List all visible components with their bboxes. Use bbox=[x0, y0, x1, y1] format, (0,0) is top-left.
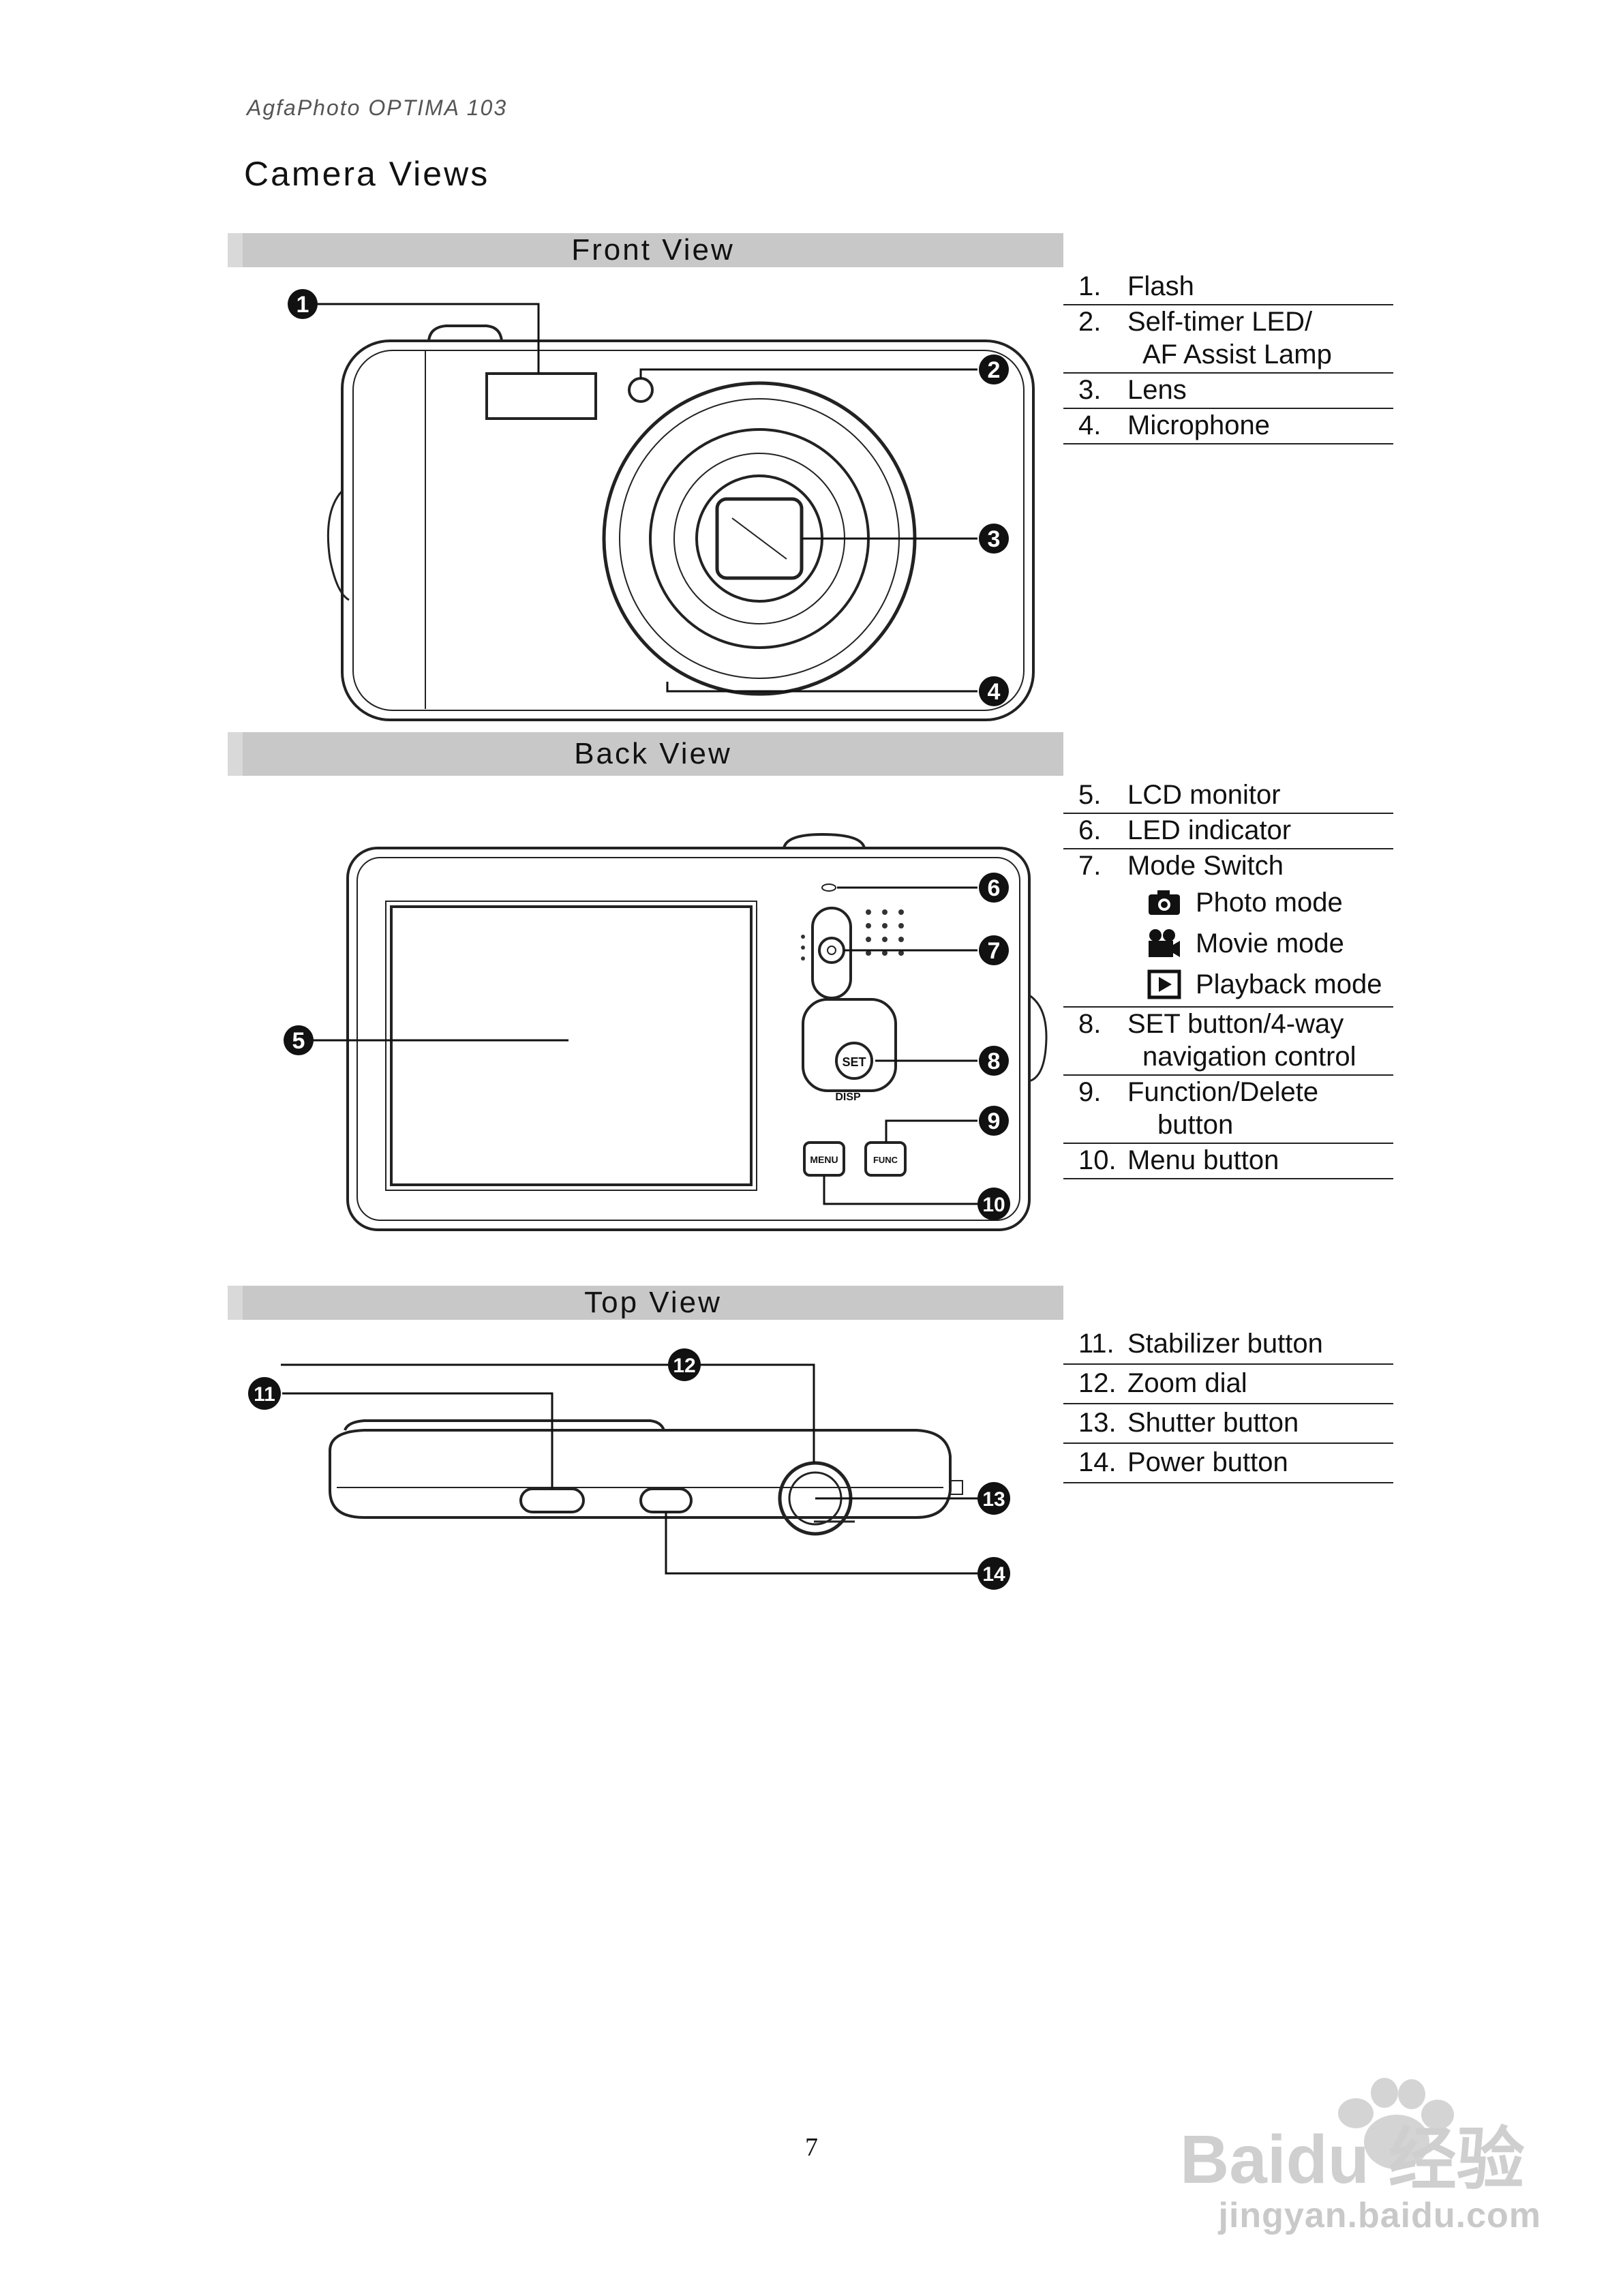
svg-text:5: 5 bbox=[292, 1028, 305, 1054]
back-view-heading: Back View bbox=[228, 732, 1063, 776]
svg-text:10: 10 bbox=[982, 1194, 1005, 1216]
callout-14: 14 bbox=[977, 1557, 1010, 1590]
list-item: 11.Stabilizer button bbox=[1063, 1325, 1393, 1365]
document-header: AgfaPhoto OPTIMA 103 bbox=[247, 95, 508, 120]
list-item: 2.Self-timer LED/AF Assist Lamp bbox=[1063, 305, 1393, 374]
svg-text:6: 6 bbox=[988, 875, 1001, 901]
svg-text:11: 11 bbox=[254, 1383, 275, 1406]
callout-5: 5 bbox=[284, 1025, 314, 1055]
front-view-diagram: 1 2 3 4 bbox=[288, 289, 1035, 721]
list-item: 5.LCD monitor bbox=[1063, 779, 1393, 814]
svg-text:SET: SET bbox=[842, 1055, 866, 1069]
playback-icon bbox=[1147, 969, 1182, 999]
list-item: 14.Power button bbox=[1063, 1444, 1393, 1483]
movie-camera-icon bbox=[1147, 928, 1182, 958]
list-item: 1.Flash bbox=[1063, 270, 1393, 305]
callout-8: 8 bbox=[979, 1046, 1009, 1076]
svg-text:2: 2 bbox=[988, 357, 1001, 383]
top-parts-list: 11.Stabilizer button 12.Zoom dial 13.Shu… bbox=[1063, 1325, 1393, 1483]
list-item: 10.Menu button bbox=[1063, 1144, 1393, 1179]
mode-photo: Photo mode bbox=[1078, 882, 1393, 923]
callout-6: 6 bbox=[979, 873, 1009, 903]
baidu-watermark-url: jingyan.baidu.com bbox=[1218, 2196, 1541, 2235]
callout-11: 11 bbox=[248, 1377, 281, 1410]
front-view-heading: Front View bbox=[228, 233, 1063, 267]
page-title: Camera Views bbox=[244, 155, 490, 193]
svg-text:3: 3 bbox=[988, 526, 1001, 552]
callout-13: 13 bbox=[977, 1482, 1010, 1515]
list-item: 7.Mode Switch Photo mode Movie mode Play… bbox=[1063, 849, 1393, 1008]
callout-4: 4 bbox=[979, 676, 1009, 706]
back-view-diagram: SET DISP MENU FUNC 5 6 7 8 9 10 bbox=[284, 832, 1048, 1231]
callout-2: 2 bbox=[979, 354, 1009, 384]
baidu-watermark-logo: Baidu 经验 bbox=[1180, 2078, 1525, 2195]
callout-9: 9 bbox=[979, 1106, 1009, 1136]
svg-text:9: 9 bbox=[988, 1108, 1001, 1134]
svg-text:13: 13 bbox=[982, 1488, 1005, 1511]
svg-text:8: 8 bbox=[988, 1048, 1001, 1074]
svg-text:12: 12 bbox=[673, 1355, 695, 1377]
callout-10: 10 bbox=[977, 1188, 1010, 1220]
list-item: 6.LED indicator bbox=[1063, 814, 1393, 849]
list-item: 12.Zoom dial bbox=[1063, 1365, 1393, 1404]
page-number: 7 bbox=[805, 2133, 818, 2162]
callout-1: 1 bbox=[288, 289, 318, 319]
back-parts-list: 5.LCD monitor 6.LED indicator 7.Mode Swi… bbox=[1063, 779, 1393, 1179]
mode-movie: Movie mode bbox=[1078, 923, 1393, 964]
svg-text:FUNC: FUNC bbox=[873, 1155, 898, 1165]
camera-icon bbox=[1147, 888, 1182, 918]
svg-text:Baidu 经验: Baidu 经验 bbox=[1180, 2121, 1525, 2195]
top-view-diagram: 11 12 13 14 bbox=[248, 1348, 1010, 1590]
list-item: 3.Lens bbox=[1063, 374, 1393, 409]
svg-text:4: 4 bbox=[988, 679, 1001, 705]
callout-3: 3 bbox=[979, 524, 1009, 554]
top-view-heading: Top View bbox=[228, 1286, 1063, 1320]
list-item: 13.Shutter button bbox=[1063, 1404, 1393, 1444]
svg-text:DISP: DISP bbox=[835, 1091, 861, 1103]
svg-text:14: 14 bbox=[982, 1563, 1005, 1586]
svg-text:1: 1 bbox=[297, 292, 309, 318]
front-parts-list: 1.Flash 2.Self-timer LED/AF Assist Lamp … bbox=[1063, 270, 1393, 444]
mode-playback: Playback mode bbox=[1078, 964, 1393, 1005]
svg-text:MENU: MENU bbox=[810, 1154, 838, 1165]
callout-7: 7 bbox=[979, 935, 1009, 965]
callout-12: 12 bbox=[668, 1348, 701, 1381]
list-item: 4.Microphone bbox=[1063, 409, 1393, 444]
svg-text:7: 7 bbox=[988, 938, 1001, 964]
